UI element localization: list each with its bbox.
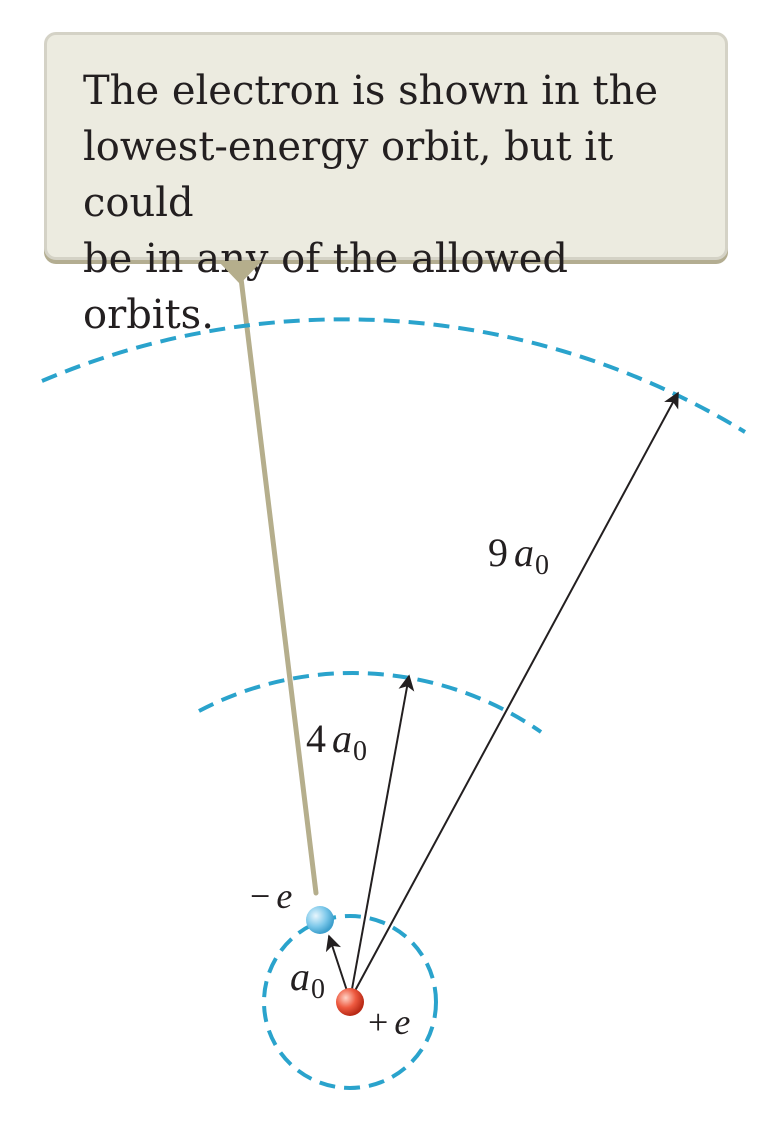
callout-text: The electron is shown in the lowest-ener…: [83, 68, 659, 338]
radius-arrow-9a0: [349, 391, 679, 1001]
electron: [306, 906, 334, 934]
orbit-n3: [41, 317, 747, 434]
orbit-n2: [198, 671, 543, 734]
label-electron-charge: −e: [250, 876, 292, 916]
label-a0: a0: [290, 954, 325, 1005]
orbit-n1: [262, 914, 438, 1090]
callout-box: The electron is shown in the lowest-ener…: [44, 32, 728, 338]
nucleus: [336, 988, 364, 1016]
label-proton-charge: +e: [368, 1002, 410, 1042]
callout-pointer-line: [237, 267, 319, 896]
radius-arrow-4a0: [349, 674, 415, 1001]
